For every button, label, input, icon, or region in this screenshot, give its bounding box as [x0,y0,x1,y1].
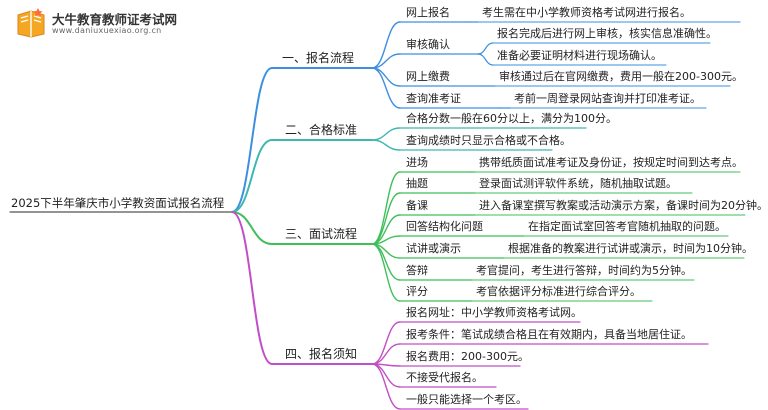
leaf-review-confirm-desc-2: 准备必要证明材料进行现场确认。 [497,49,662,62]
leaf-no-proxy: 不接受代报名。 [406,371,483,384]
edge-root-branch-4 [231,211,273,365]
leaf-structured-questions: 回答结构化问题 [406,220,483,233]
leaf-defense-desc: 考官提问，考生进行答辩，时间约为5分钟。 [476,264,692,277]
edge-leaf-4 [371,67,401,109]
edge-leaf-14 [371,321,401,365]
leaf-trial-lecture-desc: 根据准备的教案进行试讲或演示，时间为10分钟。 [508,242,753,255]
brand-name: 大牛教育教师证考试网 [52,12,178,27]
leaf-draw-question: 抽题 [406,177,428,190]
branch-passing-standard: 二、合格标准 [285,123,358,137]
leaf-reg-website: 报名网址：中小学教师资格考试网。 [406,306,582,319]
leaf-trial-lecture: 试讲或演示 [406,242,461,255]
leaf-online-registration: 网上报名 [406,6,450,19]
edge-leaf-18 [371,363,401,410]
branch-registration-notes: 四、报名须知 [285,347,358,361]
leaf-review-confirm: 审核确认 [406,38,450,51]
edge-leaf-2 [371,53,401,69]
edge-sub-2 [477,42,494,55]
branch-interview-process: 三、面试流程 [285,227,358,241]
leaf-online-payment-desc: 审核通过后在官网缴费，费用一般在200-300元。 [499,70,743,83]
leaf-passing-score: 合格分数一般在60分以上，满分为100分。 [406,112,617,125]
book-logo-icon [17,8,45,38]
leaf-one-zone: 一般只能选择一个考区。 [406,393,527,406]
edge-root-branch-1 [231,67,273,213]
leaf-reg-fee: 报名费用：200-300元。 [406,350,529,363]
leaf-defense: 答辩 [406,264,428,277]
leaf-result-display: 查询成绩时只显示合格或不合格。 [406,134,571,147]
edge-leaf-15 [371,343,401,365]
leaf-online-registration-desc: 考生需在中小学教师资格考试网进行报名。 [482,6,691,19]
leaf-prepare-desc: 进入备课室撰写教案或活动演示方案，备课时间为20分钟。 [479,199,768,212]
edge-leaf-17 [371,363,401,388]
edge-root-branch-3 [231,211,273,245]
leaf-review-confirm-desc-1: 报名完成后进行网上审核，核实信息准确性。 [497,27,717,40]
edge-leaf-1 [371,21,401,69]
leaf-admission-ticket-desc: 考前一周登录网站查询并打印准考证。 [514,92,701,105]
leaf-prepare: 备课 [406,199,428,212]
leaf-scoring: 评分 [406,285,428,298]
edge-sub-3 [477,53,494,66]
edge-leaf-5 [371,127,401,141]
leaf-scoring-desc: 考官依据评分标准进行综合评分。 [476,285,641,298]
mindmap: 大牛教育教师证考试网 www.daniuxuexiao.org.cn 2025下… [9,6,768,410]
leaf-draw-question-desc: 登录面试测评软件系统，随机抽取试题。 [479,177,677,190]
leaf-reg-conditions: 报考条件：笔试成绩合格且在有效期内，具备当地居住证。 [406,328,692,341]
edge-leaf-6 [371,139,401,151]
leaf-enter: 进场 [406,156,428,169]
leaf-online-payment: 网上缴费 [406,70,450,83]
leaf-enter-desc: 携带纸质面试准考证及身份证，按规定时间到达考点。 [479,156,743,169]
edge-leaf-3 [371,67,401,87]
mindmap-edges [9,21,746,410]
branch-registration-process: 一、报名流程 [282,51,355,65]
leaf-structured-questions-desc: 在指定面试室回答考官随机抽取的问题。 [528,220,726,233]
brand-url: www.daniuxuexiao.org.cn [52,26,162,35]
leaf-admission-ticket: 查询准考证 [406,92,461,105]
edge-root-branch-2 [231,139,273,213]
edge-leaf-7 [371,171,401,245]
edge-leaf-13 [371,243,401,302]
root-topic: 2025下半年肇庆市小学教资面试报名流程 [11,196,225,210]
